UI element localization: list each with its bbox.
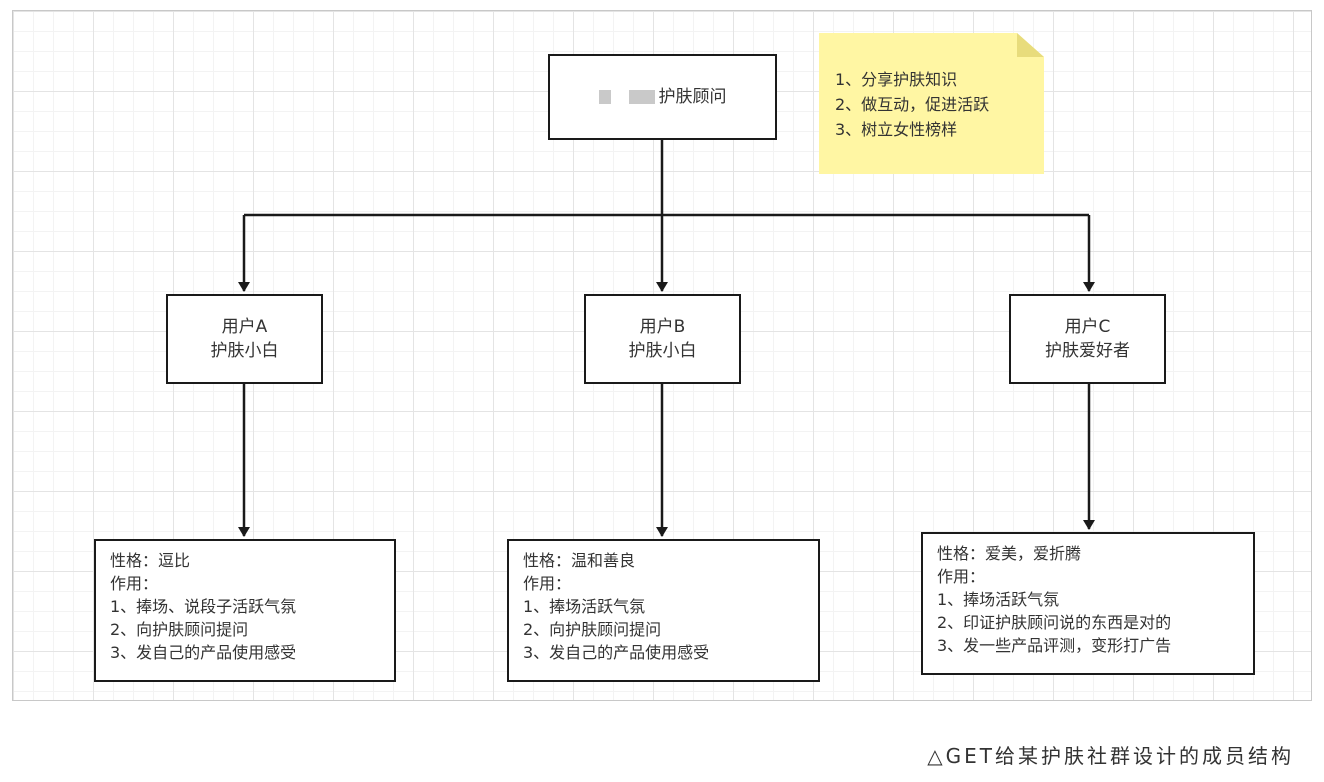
detail-box-b: 性格：温和善良 作用： 1、捧场活跃气氛 2、向护肤顾问提问 3、发自己的产品使… <box>507 539 820 682</box>
detail-box-c: 性格：爱美，爱折腾 作用： 1、捧场活跃气氛 2、印证护肤顾问说的东西是对的 3… <box>921 532 1255 675</box>
diagram-canvas: 护肤顾问 1、分享护肤知识 2、做互动，促进活跃 3、树立女性榜样 用户A 护肤… <box>12 10 1312 701</box>
root-node: 护肤顾问 <box>548 54 777 140</box>
detail-box-a: 性格：逗比 作用： 1、捧场、说段子活跃气氛 2、向护肤顾问提问 3、发自己的产… <box>94 539 396 682</box>
detail-line: 3、发自己的产品使用感受 <box>110 643 297 662</box>
sticky-note: 1、分享护肤知识 2、做互动，促进活跃 3、树立女性榜样 <box>819 33 1044 174</box>
user-node-a: 用户A 护肤小白 <box>166 294 323 384</box>
connector-lines <box>238 139 1095 537</box>
detail-line: 1、捧场活跃气氛 <box>937 590 1060 609</box>
note-line: 1、分享护肤知识 <box>835 70 958 89</box>
detail-line: 1、捧场、说段子活跃气氛 <box>110 597 297 616</box>
root-node-label: 护肤顾问 <box>658 87 727 107</box>
detail-line: 作用： <box>110 574 159 593</box>
redacted-mark <box>628 90 655 104</box>
user-node-subtitle: 护肤爱好者 <box>1045 341 1130 361</box>
detail-line: 1、捧场活跃气氛 <box>523 597 646 616</box>
detail-line: 2、向护肤顾问提问 <box>523 620 662 639</box>
detail-line: 作用： <box>523 574 572 593</box>
user-node-title: 用户B <box>639 317 686 337</box>
detail-line: 性格：爱美，爱折腾 <box>937 544 1082 563</box>
detail-line: 性格：逗比 <box>110 551 191 570</box>
detail-line: 3、发自己的产品使用感受 <box>523 643 710 662</box>
user-node-c: 用户C 护肤爱好者 <box>1009 294 1166 384</box>
figure-caption: △GET给某护肤社群设计的成员结构 <box>927 744 1294 768</box>
detail-line: 性格：温和善良 <box>523 551 636 570</box>
detail-line: 2、印证护肤顾问说的东西是对的 <box>937 613 1172 632</box>
user-node-b: 用户B 护肤小白 <box>584 294 741 384</box>
detail-line: 2、向护肤顾问提问 <box>110 620 249 639</box>
user-node-title: 用户A <box>221 317 268 337</box>
user-node-title: 用户C <box>1064 317 1111 337</box>
note-line: 2、做互动，促进活跃 <box>835 95 990 114</box>
user-node-subtitle: 护肤小白 <box>210 341 279 361</box>
detail-line: 3、发一些产品评测，变形打广告 <box>937 636 1172 655</box>
user-node-subtitle: 护肤小白 <box>628 341 697 361</box>
detail-line: 作用： <box>937 567 986 586</box>
note-line: 3、树立女性榜样 <box>835 120 958 139</box>
redacted-mark <box>598 90 611 104</box>
